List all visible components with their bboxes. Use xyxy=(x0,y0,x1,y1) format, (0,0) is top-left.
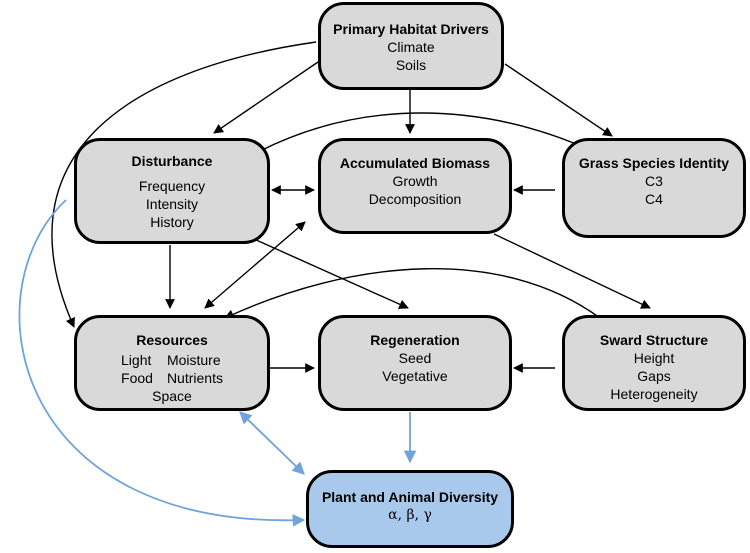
node-grass-species-identity: Grass Species Identity C3 C4 xyxy=(562,138,746,238)
node-title: Regeneration xyxy=(370,332,460,348)
node-line: Climate xyxy=(387,39,435,55)
node-line: C3 xyxy=(645,173,663,189)
node-line: Gaps xyxy=(637,368,671,384)
node-line: Vegetative xyxy=(382,368,448,384)
node-title: Grass Species Identity xyxy=(578,155,730,171)
arrow-primary-to-grass xyxy=(504,63,613,137)
node-line: C4 xyxy=(645,191,663,207)
arrow-biomass-to-sward xyxy=(493,233,651,309)
node-line: Light xyxy=(121,352,152,368)
arrow-disturbance-to-diversity xyxy=(18,199,306,527)
arrow-resources-diversity xyxy=(239,411,305,475)
node-title: Plant and Animal Diversity xyxy=(321,489,499,505)
node-line: Decomposition xyxy=(368,191,462,207)
node-line: α, β, γ xyxy=(388,507,432,523)
node-disturbance: Disturbance Frequency Intensity History xyxy=(74,138,270,244)
node-line: Seed xyxy=(398,350,432,366)
node-regeneration: Regeneration Seed Vegetative xyxy=(318,315,512,411)
resources-grid: Light Moisture Food Nutrients xyxy=(121,351,223,387)
node-line: Intensity xyxy=(145,196,199,212)
node-title: Resources xyxy=(136,332,208,348)
node-line: Food xyxy=(121,370,153,386)
node-sward-structure: Sward Structure Height Gaps Heterogeneit… xyxy=(562,315,746,411)
arrow-disturbance-to-grass xyxy=(257,112,596,153)
node-line: Soils xyxy=(395,57,427,73)
node-title: Primary Habitat Drivers xyxy=(333,21,489,37)
node-line: Height xyxy=(633,350,675,366)
node-accumulated-biomass: Accumulated Biomass Growth Decomposition xyxy=(318,138,512,234)
node-title: Disturbance xyxy=(131,153,213,169)
node-line: Frequency xyxy=(138,178,206,194)
node-line: History xyxy=(150,214,194,230)
node-title: Sward Structure xyxy=(599,332,709,348)
arrow-biomass-resources xyxy=(204,221,306,309)
arrow-primary-to-resources xyxy=(51,41,317,328)
node-line: Nutrients xyxy=(166,370,223,386)
node-primary-habitat-drivers: Primary Habitat Drivers Climate Soils xyxy=(318,2,504,90)
node-plant-animal-diversity: Plant and Animal Diversity α, β, γ xyxy=(306,470,514,548)
node-line: Moisture xyxy=(166,352,221,368)
node-line: Space xyxy=(152,388,192,404)
arrow-sward-to-resources xyxy=(224,268,601,319)
arrow-primary-to-disturbance xyxy=(213,61,319,134)
node-line: Heterogeneity xyxy=(610,386,698,402)
node-title: Accumulated Biomass xyxy=(339,155,491,171)
node-resources: Resources Light Moisture Food Nutrients … xyxy=(74,315,270,411)
node-line: Growth xyxy=(392,173,438,189)
